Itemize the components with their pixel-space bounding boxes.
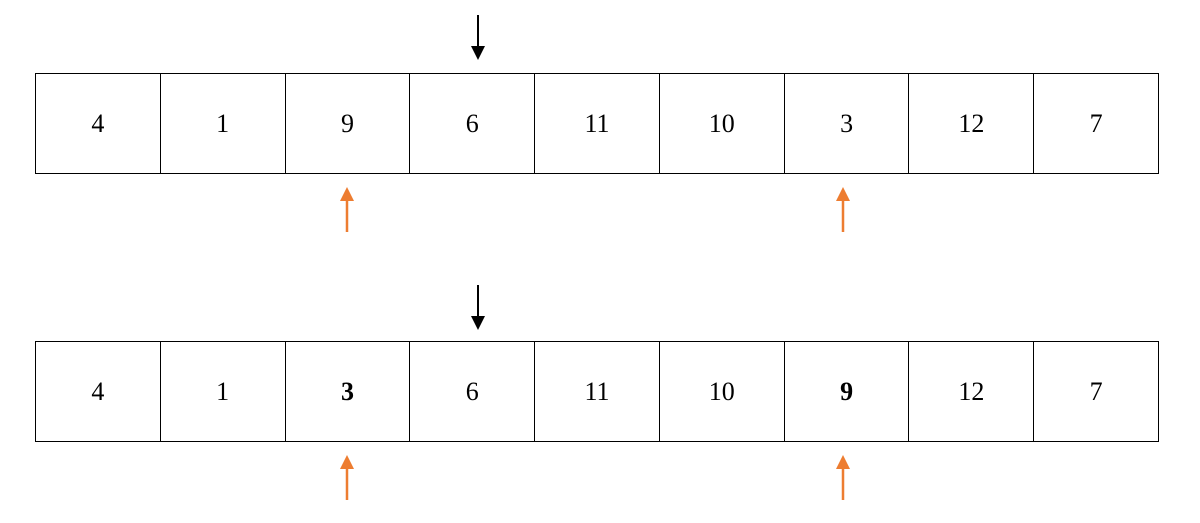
array-cell: 10 — [659, 341, 785, 442]
array-cell: 7 — [1034, 73, 1160, 174]
array-cell: 1 — [160, 73, 286, 174]
array-cell: 4 — [36, 73, 161, 174]
array-cell: 11 — [535, 73, 660, 174]
array-cell: 6 — [410, 341, 536, 442]
array-cell-swapped: 3 — [285, 341, 411, 442]
array-cell: 10 — [659, 73, 785, 174]
array-cell: 7 — [1034, 341, 1160, 442]
array-row-before-swap: 4 1 9 6 11 10 3 12 7 — [35, 73, 1160, 174]
array-cell: 1 — [160, 341, 286, 442]
array-cell: 6 — [410, 73, 536, 174]
array-cell: 4 — [36, 341, 161, 442]
array-cell-swapped: 9 — [784, 341, 910, 442]
array-cell: 12 — [909, 73, 1035, 174]
array-cell: 12 — [909, 341, 1035, 442]
array-cell: 3 — [784, 73, 910, 174]
right-pointer-arrow-up-icon-1 — [836, 187, 850, 232]
right-pointer-arrow-up-icon-2 — [836, 455, 850, 500]
pivot-arrow-down-icon-2 — [471, 285, 485, 330]
array-cell: 11 — [535, 341, 660, 442]
left-pointer-arrow-up-icon-1 — [340, 187, 354, 232]
array-row-after-swap: 4 1 3 6 11 10 9 12 7 — [35, 341, 1160, 442]
array-cell: 9 — [285, 73, 411, 174]
pivot-arrow-down-icon-1 — [471, 15, 485, 60]
left-pointer-arrow-up-icon-2 — [340, 455, 354, 500]
